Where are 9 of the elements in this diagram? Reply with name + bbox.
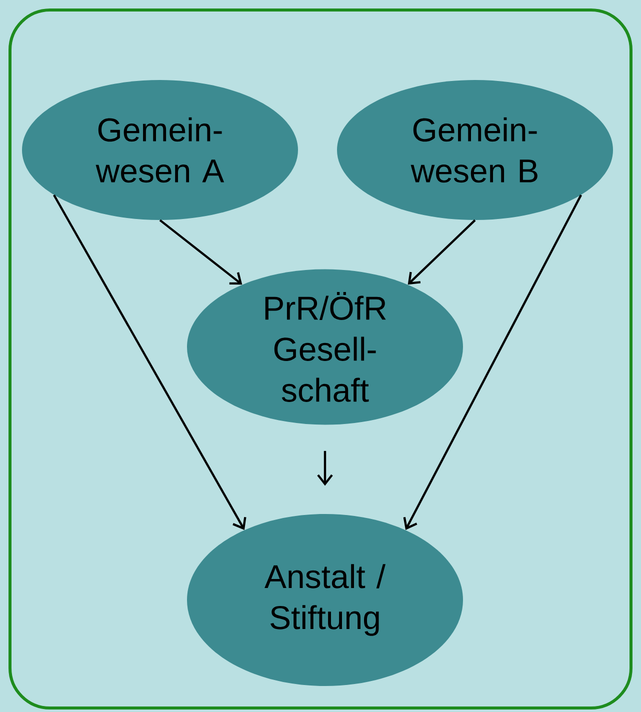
arrow — [408, 219, 476, 285]
ellipse-node: Gemein- wesen A — [22, 80, 298, 220]
arrow — [403, 194, 582, 530]
ellipse-node: Anstalt / Stiftung — [187, 514, 463, 686]
arrow — [159, 219, 242, 285]
arrow — [317, 450, 333, 486]
arrow — [53, 194, 246, 530]
ellipse-node: Gemein- wesen B — [337, 80, 613, 220]
ellipse-node: PrR/ÖfR Gesell- schaft — [187, 269, 463, 425]
